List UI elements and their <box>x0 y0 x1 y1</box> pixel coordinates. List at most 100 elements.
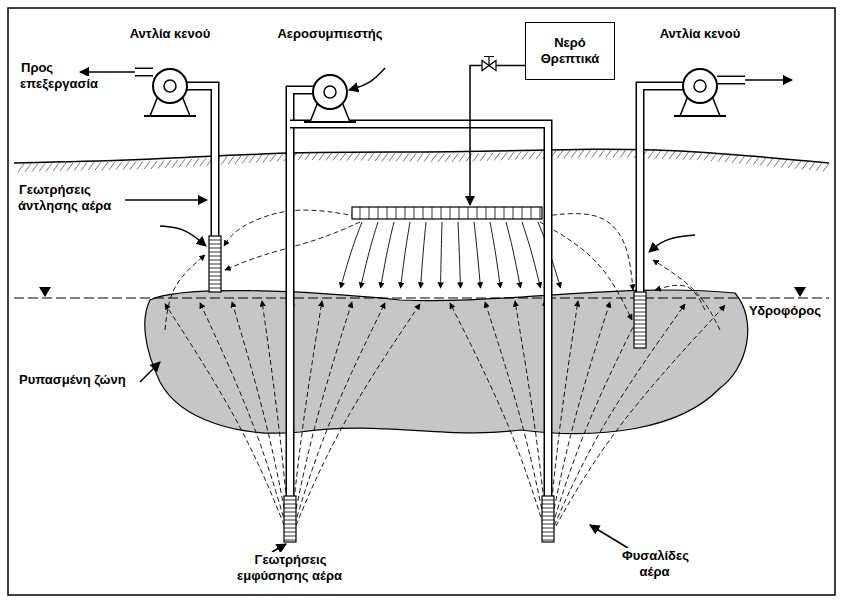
machine-foot <box>674 115 726 117</box>
label: Ρυπασμένη ζώνη <box>18 372 143 388</box>
screen-slot <box>542 524 554 525</box>
ground-hatch <box>102 162 108 170</box>
label: Αντλία κενού <box>640 26 760 42</box>
air-flow-path <box>655 285 705 310</box>
ground-hatch <box>172 160 178 168</box>
ground-hatch <box>46 163 52 171</box>
ground-hatch <box>200 158 206 166</box>
well-screen <box>209 236 221 292</box>
well-screen <box>634 292 646 348</box>
screen-slot <box>634 296 646 297</box>
screen-slot <box>209 268 221 269</box>
flow-arrows <box>80 68 792 552</box>
ground-hatch <box>375 153 381 161</box>
ground-hatch <box>403 153 409 161</box>
air-flow-path <box>165 255 205 330</box>
air-bubbles <box>165 300 725 540</box>
screen-slot <box>542 536 554 537</box>
ground-hatch <box>109 162 115 170</box>
ground-hatch <box>340 153 346 161</box>
label: Γεωτρήσεις εμφύσησης αέρα <box>230 552 350 583</box>
label: Γεωτρήσεις άντλησης αέρα <box>18 182 128 213</box>
header-hole <box>396 207 397 219</box>
ground-hatch <box>60 163 66 171</box>
ground-hatch <box>193 158 199 166</box>
ground-hatch <box>704 152 710 160</box>
screen-slot <box>542 500 554 501</box>
screen-slot <box>209 280 221 281</box>
ground-hatch <box>123 162 129 170</box>
flow-arrow <box>745 79 792 81</box>
well-screen <box>284 496 296 542</box>
flow-arrow <box>140 362 160 382</box>
ground-hatch <box>347 153 353 161</box>
bubble-path <box>200 303 290 540</box>
ground-hatch <box>648 150 654 158</box>
ground-hatch <box>683 151 689 159</box>
screen-slot <box>284 516 296 517</box>
ground-hatch <box>221 157 227 165</box>
header-hole <box>378 207 379 219</box>
label: Αντλία κενού <box>110 26 230 42</box>
header-hole <box>486 207 487 219</box>
header-hole <box>414 207 415 219</box>
ground-hatch <box>249 155 255 163</box>
frame <box>8 8 835 595</box>
bubble-path <box>548 303 645 540</box>
ground-hatch <box>732 155 738 163</box>
label-text: Υδροφόρος <box>748 303 822 318</box>
ground-hatch <box>501 152 507 160</box>
pipes <box>135 72 745 500</box>
water-arrow <box>506 222 521 288</box>
screen-slot <box>542 516 554 517</box>
flow-arrow <box>80 71 135 73</box>
screen-slot <box>284 524 296 525</box>
screen-slot <box>284 536 296 537</box>
screen-slot <box>284 532 296 533</box>
ground-hatch <box>655 151 661 159</box>
feed-pipe <box>470 66 525 206</box>
ground-hatch <box>592 149 598 157</box>
water-arrow <box>381 222 395 288</box>
water-arrow <box>458 222 461 288</box>
ground-hatch <box>410 153 416 161</box>
label-text: Ρυπασμένη ζώνη <box>18 372 127 387</box>
ground-hatch <box>480 153 486 161</box>
ground-hatch <box>823 163 829 171</box>
ground-hatch <box>277 153 283 161</box>
screen-slot <box>284 508 296 509</box>
screen-slot <box>284 504 296 505</box>
distribution-header <box>352 207 542 219</box>
ground-hatch <box>368 153 374 161</box>
ground-hatch <box>389 153 395 161</box>
ground-hatch <box>116 162 122 170</box>
ground-hatch <box>529 151 535 159</box>
label-text: Γεωτρήσεις άντλησης αέρα <box>18 182 112 213</box>
ground-hatch <box>466 153 472 161</box>
machine-hub <box>164 80 176 92</box>
ground-hatch <box>795 161 801 169</box>
ground-hatch <box>165 160 171 168</box>
ground-hatch <box>739 156 745 164</box>
ground-hatch <box>88 162 94 170</box>
screen-slot <box>209 260 221 261</box>
ground-hatch <box>522 152 528 160</box>
ground-hatch <box>718 154 724 162</box>
ground-hatch <box>417 154 423 162</box>
bubble-path <box>165 304 290 540</box>
ground-hatch <box>186 159 192 167</box>
screen-slot <box>209 284 221 285</box>
pipe-bore <box>717 77 745 83</box>
header-hole <box>387 207 388 219</box>
machine-casing <box>683 69 717 103</box>
well-screens <box>209 236 646 542</box>
ground-hatch <box>788 160 794 168</box>
ground-hatch <box>508 152 514 160</box>
screen-slot <box>634 336 646 337</box>
label-text: Αντλία κενού <box>129 26 212 41</box>
air-flow-path <box>653 260 720 330</box>
water-table-symbol <box>794 287 806 297</box>
ground-hatch <box>312 152 318 160</box>
screen-slot <box>542 504 554 505</box>
